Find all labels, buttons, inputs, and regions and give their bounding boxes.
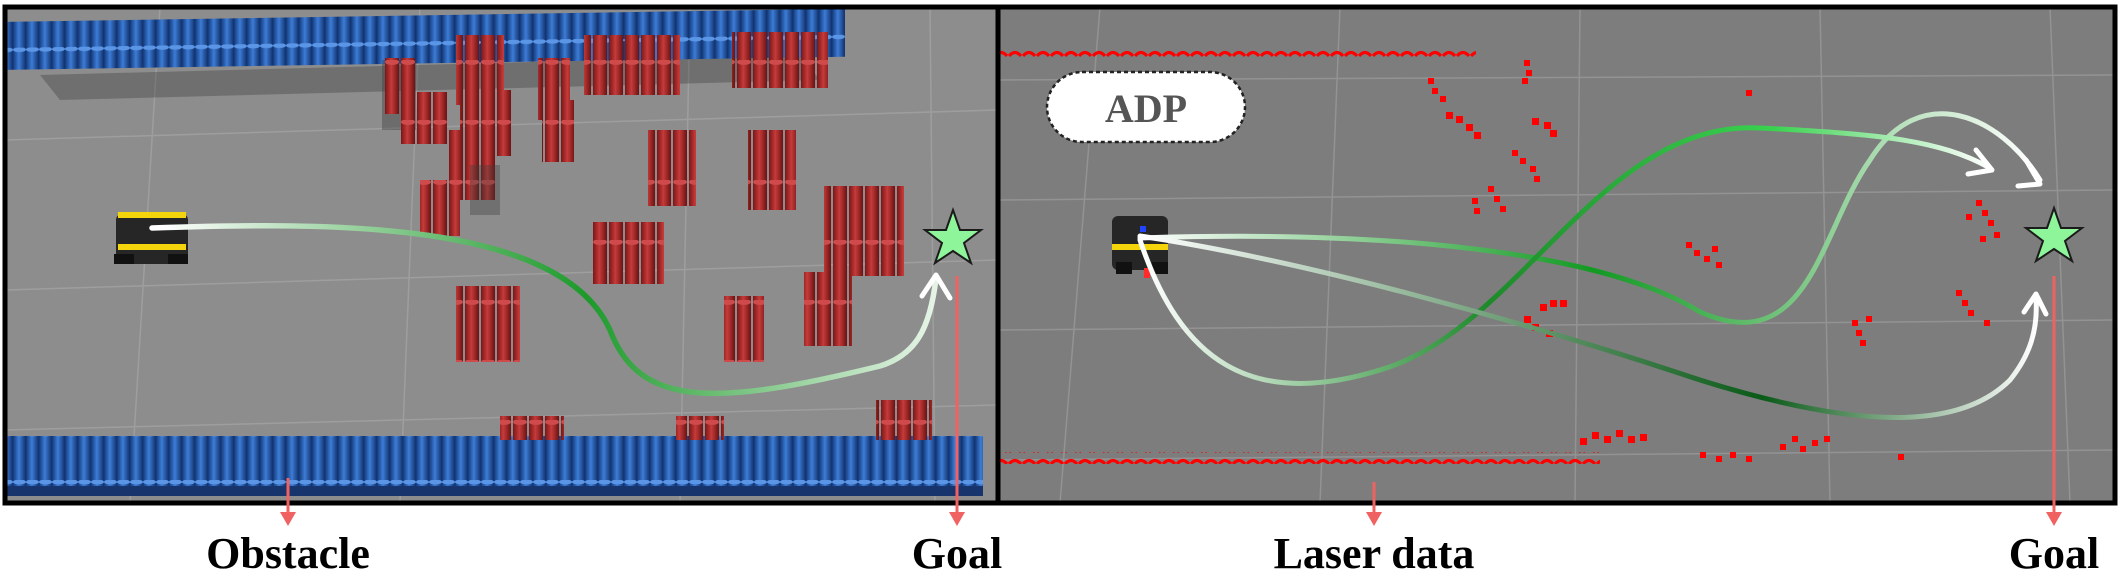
trajectory-2 (1137, 125, 1993, 386)
trajectory-arrowhead (2021, 291, 2049, 317)
obstacle-cluster (420, 35, 512, 236)
right-panel: ADP (995, 4, 2118, 506)
right-panel-border (995, 4, 2118, 506)
goal-label-right: Goal (2008, 529, 2100, 578)
obstacle-cluster (748, 130, 796, 210)
obstacle-clusters (382, 32, 932, 440)
method-badge-label: ADP (1105, 86, 1187, 131)
wall-bottom (5, 436, 983, 496)
robot-icon (114, 212, 188, 264)
obstacle-cluster (382, 58, 448, 144)
laser-points (1428, 60, 2000, 462)
obstacle-cluster (500, 400, 932, 440)
obstacle-cluster (592, 222, 664, 284)
obstacle-cluster (732, 32, 828, 88)
obstacle-cluster (584, 35, 680, 95)
trajectory-arrowhead (1965, 147, 1995, 177)
path-arrowhead (919, 272, 953, 301)
method-badge: ADP (1045, 70, 1247, 144)
trajectory-arrowhead (2015, 157, 2043, 189)
laser-line-bottom (1000, 452, 1600, 464)
obstacle-cluster (824, 186, 904, 276)
trajectory-1 (1137, 111, 2043, 325)
obstacle-cluster (456, 286, 520, 362)
laser-data-label: Laser data (1273, 529, 1475, 578)
pointers (280, 276, 2062, 526)
left-panel (2, 4, 1001, 506)
star-icon (922, 206, 984, 266)
goal-label-left: Goal (911, 529, 1003, 578)
planned-path (149, 223, 939, 397)
trajectory-3 (1137, 233, 2039, 420)
obstacle-cluster (724, 296, 764, 362)
obstacle-label: Obstacle (206, 529, 370, 578)
laser-line-top (1000, 48, 1476, 60)
obstacle-cluster (538, 58, 574, 162)
obstacle-cluster (804, 272, 852, 346)
obstacle-cluster (648, 130, 696, 206)
star-icon (2023, 204, 2085, 264)
